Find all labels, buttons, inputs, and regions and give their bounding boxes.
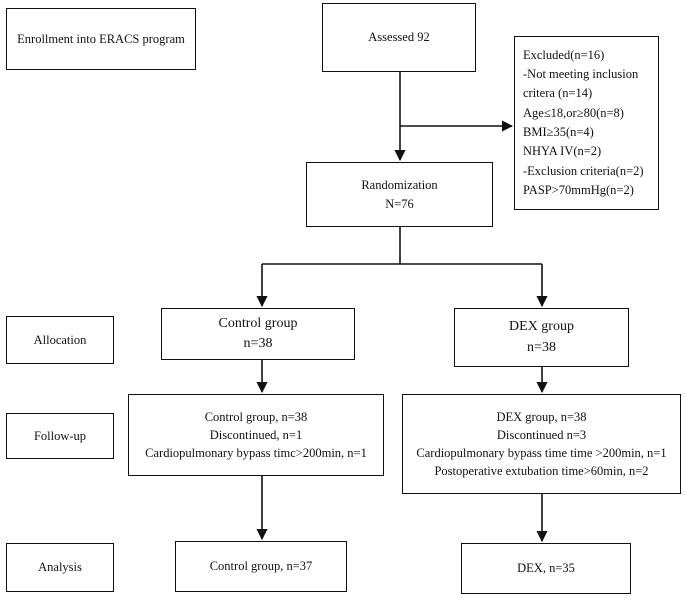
stage-enrollment: Enrollment into ERACS program: [6, 8, 196, 70]
control-follow-line: Control group, n=38: [204, 409, 308, 424]
excluded-line: PASP>70mmHg(n=2): [523, 183, 634, 198]
control-follow-line: Cardiopulmonary bypass timc>200min, n=1: [145, 446, 367, 461]
excluded-line: critera (n=14): [523, 86, 593, 101]
stage-analysis-label: Analysis: [38, 560, 82, 575]
control-alloc-title: Control group: [218, 315, 298, 331]
dex-follow-line: Cardiopulmonary bypass time time >200min…: [416, 446, 667, 460]
excluded-line: NHYA IV(n=2): [523, 144, 602, 159]
stage-enrollment-label: Enrollment into ERACS program: [17, 31, 185, 46]
dex-follow-line: Postoperative extubation time>60min, n=2: [434, 464, 649, 479]
dex-analysis-box: DEX, n=35: [461, 543, 631, 594]
control-analysis-label: Control group, n=37: [209, 559, 313, 574]
dex-follow-line: DEX group, n=38: [496, 409, 587, 424]
excluded-line: BMI≥35(n=4): [523, 125, 594, 139]
control-analysis-box: Control group, n=37: [175, 541, 347, 592]
dex-alloc-title: DEX group: [509, 319, 574, 335]
stage-followup-label: Follow-up: [33, 428, 87, 443]
excluded-line: Age≤18,or≥80(n=8): [523, 105, 624, 120]
stage-allocation: Allocation: [6, 316, 114, 364]
stage-followup: Follow-up: [6, 413, 114, 459]
randomization-title: Randomization: [361, 178, 438, 193]
dex-analysis-label: DEX, n=35: [517, 561, 575, 576]
control-alloc-count: n=38: [243, 336, 273, 351]
stage-analysis: Analysis: [6, 543, 114, 592]
dex-followup-box: DEX group, n=38 Discontinued n=3 Cardiop…: [402, 394, 681, 494]
randomization-box: Randomization N=76: [306, 162, 493, 227]
dex-alloc-count: n=38: [527, 339, 556, 355]
excluded-line: -Exclusion criteria(n=2): [523, 163, 644, 178]
excluded-box: Excluded(n=16) -Not meeting inclusion cr…: [514, 36, 659, 210]
excluded-line: -Not meeting inclusion: [523, 66, 639, 81]
control-allocation-box: Control group n=38: [161, 308, 355, 360]
dex-allocation-box: DEX group n=38: [454, 308, 629, 367]
assessed-label: Assessed 92: [368, 30, 430, 45]
control-followup-box: Control group, n=38 Discontinued, n=1 Ca…: [128, 394, 384, 476]
control-follow-line: Discontinued, n=1: [209, 427, 303, 442]
dex-follow-line: Discontinued n=3: [496, 427, 587, 442]
stage-allocation-label: Allocation: [33, 332, 87, 347]
excluded-line: Excluded(n=16): [523, 47, 605, 62]
assessed-box: Assessed 92: [322, 3, 476, 72]
randomization-count: N=76: [385, 196, 414, 211]
